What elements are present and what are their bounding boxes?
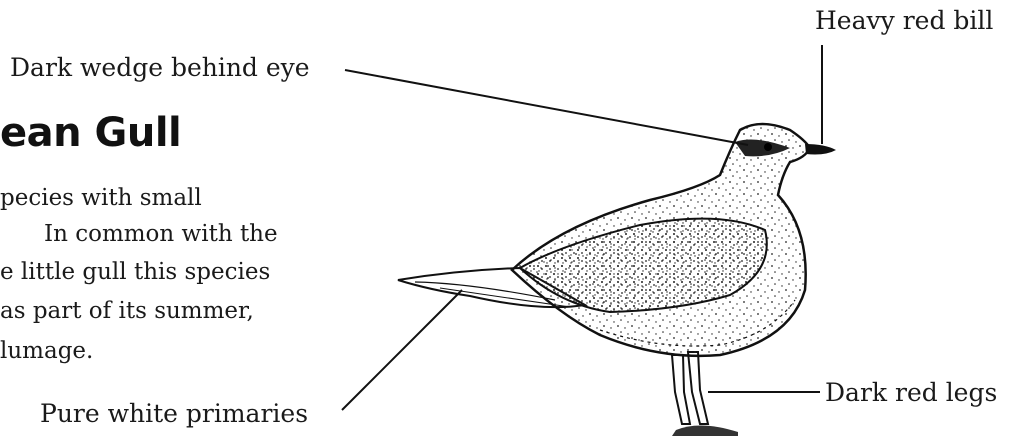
gull-legs bbox=[672, 352, 738, 436]
callout-legs-label: Dark red legs bbox=[825, 380, 997, 405]
callout-primaries-label: Pure white primaries bbox=[40, 401, 308, 426]
species-title: ean Gull bbox=[0, 113, 181, 153]
callout-eye-label: Dark wedge behind eye bbox=[10, 55, 310, 80]
description-line-5: lumage. bbox=[0, 340, 93, 363]
gull-body bbox=[512, 124, 810, 356]
description-line-4: as part of its summer, bbox=[0, 300, 254, 323]
description-line-1: pecies with small bbox=[0, 187, 202, 210]
description-line-3: e little gull this species bbox=[0, 261, 270, 284]
callout-bill-label: Heavy red bill bbox=[815, 8, 993, 33]
description-line-2: In common with the bbox=[44, 223, 278, 246]
